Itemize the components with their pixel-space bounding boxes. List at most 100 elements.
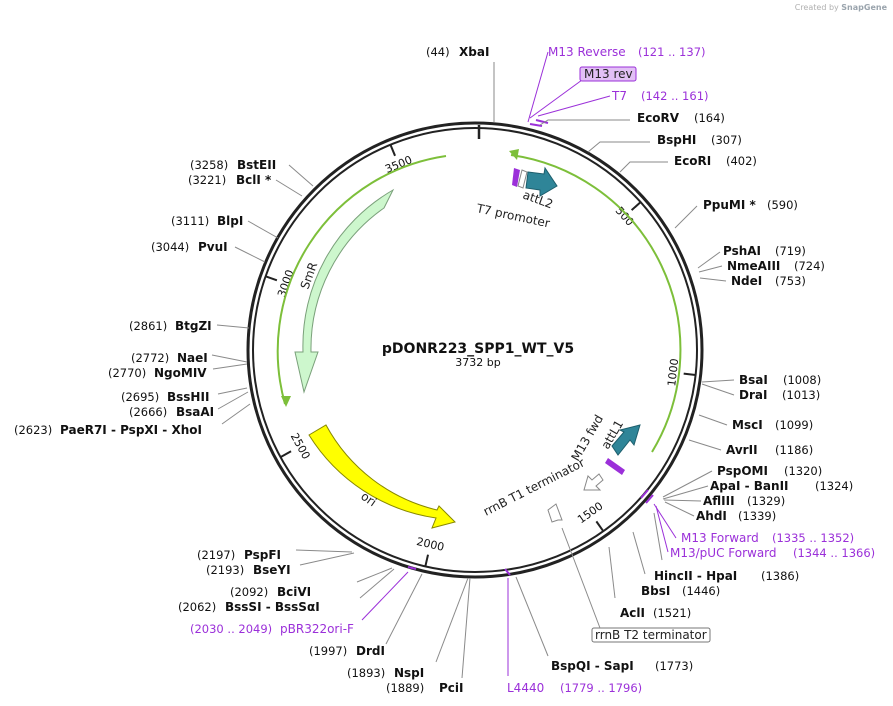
site-bcivi[interactable]: BciVI	[277, 585, 311, 599]
site-msci[interactable]: MscI	[732, 418, 763, 432]
leader-pshai	[697, 251, 721, 269]
pos-afliii: (1329)	[747, 494, 785, 508]
site-ngomiv[interactable]: NgoMIV	[154, 366, 207, 380]
site-ecori[interactable]: EcoRI	[674, 154, 711, 168]
site-nmeaiii[interactable]: NmeAIII	[727, 259, 780, 273]
primer-marks	[407, 119, 654, 576]
site-bsaai[interactable]: BsaAI	[176, 405, 214, 419]
site-leaders	[211, 62, 735, 679]
pos-drai: (1013)	[782, 388, 820, 402]
leader-bbsi	[632, 531, 646, 575]
orf-line-left	[276, 155, 447, 405]
pos-btgzi: (2861)	[129, 319, 167, 333]
pos-ppumi: (590)	[767, 198, 798, 212]
site-pspfi[interactable]: PspFI	[244, 548, 281, 562]
m13rev-box-label[interactable]: M13 rev	[584, 67, 633, 81]
pos-hincii-hpai: (1386)	[761, 569, 799, 583]
site-paer7i-pspxi-xhoi[interactable]: PaeR7I - PspXI - XhoI	[60, 423, 202, 437]
inner-ring	[252, 127, 698, 573]
leader-hincii	[653, 512, 663, 561]
smr-arrow	[294, 188, 395, 394]
leader-bsphi	[587, 141, 650, 153]
pos-naei: (2772)	[131, 351, 169, 365]
site-afliii[interactable]: AflIII	[703, 494, 735, 508]
site-ecorv[interactable]: EcoRV	[637, 111, 680, 125]
pos-avrii: (1186)	[775, 443, 813, 457]
site-xbaI[interactable]: XbaI	[459, 45, 489, 59]
pos-bbsi: (1446)	[682, 584, 720, 598]
primer-t7[interactable]: T7	[611, 89, 627, 103]
primer-pbr322[interactable]: pBR322ori-F	[280, 622, 354, 636]
site-bsphi[interactable]: BspHI	[657, 133, 696, 147]
site-bsshii[interactable]: BssHII	[167, 390, 209, 404]
ori-arrow	[308, 424, 456, 529]
site-blpi[interactable]: BlpI	[217, 214, 243, 228]
site-ndei[interactable]: NdeI	[731, 274, 762, 288]
m13rev-box	[579, 66, 637, 82]
site-pvui[interactable]: PvuI	[198, 240, 228, 254]
site-drdi[interactable]: DrdI	[356, 644, 385, 658]
site-pspomi[interactable]: PspOMI	[717, 464, 768, 478]
leader-pcii	[461, 577, 471, 679]
snapgene-logo: SnapGene	[841, 3, 887, 12]
site-acli[interactable]: AclI	[620, 606, 645, 620]
pos-bsteii: (3258)	[190, 158, 228, 172]
site-btgzi[interactable]: BtgZI	[175, 319, 212, 333]
primer-mark-pbr322	[407, 566, 417, 570]
pos-ecorv: (164)	[694, 111, 725, 125]
site-bsteii[interactable]: BstEII	[237, 158, 276, 172]
primer-mark-m13puc	[645, 494, 654, 504]
feature-ori[interactable]: ori	[308, 424, 456, 529]
site-pshai[interactable]: PshAI	[723, 244, 761, 258]
pos-pspomi: (1320)	[784, 464, 822, 478]
site-hincii-hpai[interactable]: HincII - HpaI	[654, 569, 737, 583]
site-bsssi[interactable]: BssSI - BssSαI	[225, 600, 320, 614]
feature-attL2[interactable]: attL2 T7 promoter	[474, 166, 558, 230]
primer-mark-m13rev	[529, 123, 543, 127]
pos-blpi: (3111)	[171, 214, 209, 228]
pos-nmeaiii: (724)	[794, 259, 825, 273]
leader-naei	[211, 354, 248, 363]
plasmid-backbone	[246, 121, 704, 579]
site-avrii[interactable]: AvrII	[726, 443, 758, 457]
leader-pvui	[234, 246, 266, 263]
range-m13puc: (1344 .. 1366)	[793, 546, 875, 560]
site-bcli[interactable]: BclI *	[236, 173, 272, 187]
leader-bcli	[275, 179, 303, 197]
primer-mark-t7	[535, 119, 549, 124]
site-ppumi[interactable]: PpuMI *	[703, 198, 757, 212]
leader-pspomi	[662, 470, 713, 498]
leader-nmeaiii	[698, 265, 723, 273]
ring-tick-label-1500: 1500	[575, 499, 605, 526]
site-bspqi-sapi[interactable]: BspQI - SapI	[551, 659, 634, 673]
primer-m13reverse[interactable]: M13 Reverse	[548, 45, 626, 59]
site-naei[interactable]: NaeI	[177, 351, 208, 365]
site-apai-banii[interactable]: ApaI - BanII	[710, 479, 789, 493]
primer-l4440[interactable]: L4440	[507, 681, 544, 695]
site-bbsi[interactable]: BbsI	[641, 584, 670, 598]
pos-xbaI: (44)	[426, 45, 450, 59]
ring-tick-1500	[595, 520, 605, 532]
feature-SmR[interactable]: SmR	[294, 188, 395, 394]
primer-m13forward[interactable]: M13 Forward	[681, 531, 759, 545]
rrnB-T2-arrow	[547, 503, 563, 523]
site-pcii[interactable]: PciI	[439, 681, 464, 695]
site-bsai[interactable]: BsaI	[739, 373, 768, 387]
leader-drdi	[385, 573, 423, 645]
orf-lines	[276, 149, 682, 453]
leader-ecori	[619, 161, 668, 173]
pos-xhoi: (2623)	[14, 423, 52, 437]
primer-m13puc[interactable]: M13/pUC Forward	[670, 546, 777, 560]
snapgene-watermark: Created by SnapGene	[795, 3, 887, 12]
site-nspi[interactable]: NspI	[394, 666, 424, 680]
pos-bcivi: (2092)	[230, 585, 268, 599]
pos-pshai: (719)	[775, 244, 806, 258]
leader-afliii	[663, 499, 702, 502]
site-ahdi[interactable]: AhdI	[696, 509, 727, 523]
site-drai[interactable]: DraI	[739, 388, 767, 402]
pos-bsssi: (2062)	[178, 600, 216, 614]
leader-avrii	[688, 439, 722, 451]
t7-promoter-mark	[512, 168, 520, 187]
attL1-arrow	[611, 424, 641, 456]
site-bseyi[interactable]: BseYI	[253, 563, 291, 577]
